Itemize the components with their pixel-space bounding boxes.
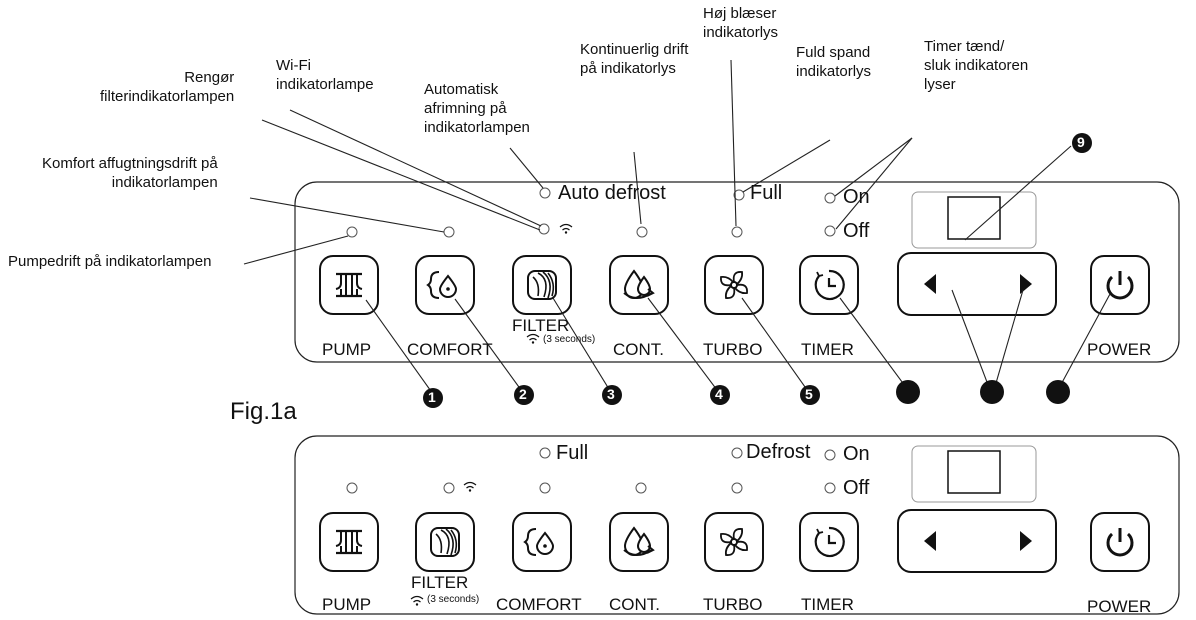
panel-a-filter-led — [538, 223, 550, 235]
marker-5-label: 5 — [805, 386, 813, 402]
callout-auto-defrost: Automatisk afrimning på indikatorlampen — [424, 81, 530, 136]
callout-timer: Timer tænd/ sluk indikatoren lyser — [924, 38, 1029, 93]
panel-b-power-label: POWER — [1087, 597, 1152, 616]
panel-a-filter-label: FILTER — [512, 316, 570, 335]
marker-1-label: 1 — [428, 389, 436, 405]
panel-b-wifi-icon — [463, 481, 477, 493]
marker-3 — [602, 385, 622, 405]
panel-b-filter-sub-label: (3 seconds) — [427, 594, 480, 605]
callout-continuous: Kontinuerlig drift på indikatorlys — [580, 41, 689, 77]
panel-a-turbo-led — [731, 226, 743, 238]
panel-a-pump-button[interactable] — [319, 255, 379, 315]
panel-a-display-frame — [911, 191, 1037, 249]
panel-b-timer-label: TIMER — [801, 595, 854, 614]
panel-b-turbo-label: TURBO — [703, 595, 763, 614]
left-arrow-icon[interactable] — [924, 274, 936, 294]
panel-b-pump-label: PUMP — [322, 595, 372, 614]
panel-a-on-label: On — [843, 186, 870, 208]
marker-9 — [1072, 133, 1092, 153]
panel-a-full-label: Full — [750, 182, 783, 204]
panel-b-off-label: Off — [843, 477, 870, 499]
panel-b-arrow-button[interactable] — [897, 509, 1057, 573]
panel-b-right-arrow-icon[interactable] — [1020, 531, 1032, 551]
panel-b-comfort-button[interactable] — [512, 512, 572, 572]
panel-a-cont-label: CONT. — [613, 340, 664, 359]
panel-b-comfort-led — [539, 482, 551, 494]
marker-3-label: 3 — [607, 386, 615, 402]
panel-b-defrost-led — [731, 447, 743, 459]
panel-a-timer-label: TIMER — [801, 340, 854, 359]
panel-a-turbo-label: TURBO — [703, 340, 763, 359]
callout-comfort: Komfort affugtningsdrift på indikatorlam… — [42, 155, 218, 191]
panel-a-frame — [294, 181, 1180, 363]
marker-1 — [423, 388, 443, 408]
panel-b-filter-button[interactable] — [415, 512, 475, 572]
panel-b-defrost-label: Defrost — [746, 441, 811, 463]
panel-b-off-led — [824, 482, 836, 494]
panel-a-auto-defrost-label: Auto defrost — [558, 182, 666, 204]
panel-b-full-led — [539, 447, 551, 459]
panel-b-full-label: Full — [556, 442, 589, 464]
marker-4 — [710, 385, 730, 405]
marker-2 — [514, 385, 534, 405]
panel-a-filter-sub-label: (3 seconds) — [543, 334, 596, 345]
callout-filter: Rengør filterindikatorlampen — [100, 69, 235, 105]
panel-a-full-led — [733, 189, 745, 201]
panel-b-filter-led — [443, 482, 455, 494]
display-icon — [947, 196, 1001, 240]
panel-b-cont-led — [635, 482, 647, 494]
figure-label: Fig.1a — [230, 398, 297, 425]
panel-b-frame — [294, 435, 1180, 615]
panel-b-pump-led — [346, 482, 358, 494]
panel-b-turbo-button[interactable] — [704, 512, 764, 572]
panel-b-on-led — [824, 449, 836, 461]
panel-a-power-label: POWER — [1087, 340, 1152, 359]
leader-lines — [243, 59, 1111, 395]
panel-b-pump-button[interactable] — [319, 512, 379, 572]
panel-a-auto-defrost-led — [539, 187, 551, 199]
marker-9-label: 9 — [1077, 134, 1085, 150]
marker-4-label: 4 — [715, 386, 723, 402]
panel-a-pump-led — [346, 226, 358, 238]
panel-a-off-label: Off — [843, 220, 870, 242]
panel-a-off-led — [824, 225, 836, 237]
marker-2-label: 2 — [519, 386, 527, 402]
panel-b-turbo-led — [731, 482, 743, 494]
panel-b-display-icon — [947, 450, 1001, 494]
marker-timer — [896, 380, 920, 404]
panel-b-filter-label: FILTER — [411, 573, 469, 592]
panel-a-pump-label: PUMP — [322, 340, 372, 359]
panel-a-comfort-button[interactable] — [415, 255, 475, 315]
callout-wifi: Wi-Fi indikatorlampe — [276, 57, 374, 93]
marker-arrows — [980, 380, 1004, 404]
marker-power — [1046, 380, 1070, 404]
panel-b-comfort-label: COMFORT — [496, 595, 582, 614]
callout-high-fan: Høj blæser indikatorlys — [703, 5, 779, 41]
panel-a-filter-button[interactable] — [512, 255, 572, 315]
panel-a-comfort-led — [443, 226, 455, 238]
callout-pump: Pumpedrift på indikatorlampen — [8, 253, 212, 270]
panel-b-on-label: On — [843, 443, 870, 465]
right-arrow-icon[interactable] — [1020, 274, 1032, 294]
panel-a-on-led — [824, 192, 836, 204]
panel-b-cont-label: CONT. — [609, 595, 660, 614]
callout-full-bucket: Fuld spand indikatorlys — [796, 44, 872, 80]
panel-a-comfort-label: COMFORT — [407, 340, 493, 359]
panel-a-turbo-button[interactable] — [704, 255, 764, 315]
panel-b-display-frame — [911, 445, 1037, 503]
marker-5 — [800, 385, 820, 405]
wifi-icon — [559, 223, 573, 235]
panel-b-filter-wifi-icon — [410, 595, 424, 607]
panel-b-left-arrow-icon[interactable] — [924, 531, 936, 551]
panel-a-arrow-button[interactable] — [897, 252, 1057, 316]
panel-a-cont-led — [636, 226, 648, 238]
